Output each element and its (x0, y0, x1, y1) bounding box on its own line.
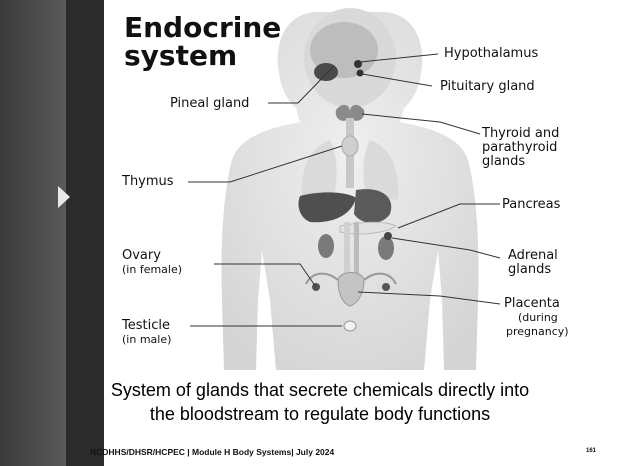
caption-line-2: the bloodstream to regulate body functio… (100, 402, 540, 426)
thymus-gland (342, 136, 358, 156)
label-thyroid-line-2: parathyroid (482, 141, 559, 155)
hypothalamus-gland (354, 60, 362, 68)
title-line-2: system (124, 42, 281, 70)
adrenal-gland (384, 232, 392, 240)
slide-accent-triangle (58, 186, 70, 208)
label-pancreas: Pancreas (502, 198, 560, 212)
label-thyroid: Thyroid and parathyroid glands (482, 127, 559, 169)
ovary-right (382, 283, 390, 291)
label-testicle-note: (in male) (122, 333, 171, 347)
slide-caption: System of glands that secrete chemicals … (100, 378, 540, 426)
label-adrenal-line-2: glands (508, 263, 558, 277)
label-ovary: Ovary (in female) (122, 249, 182, 277)
kidney-right (378, 236, 394, 260)
page-number: 161 (586, 448, 596, 454)
label-placenta-note-2: pregnancy) (504, 325, 569, 339)
label-testicle-name: Testicle (122, 319, 171, 333)
label-thyroid-line-1: Thyroid and (482, 127, 559, 141)
caption-line-1: System of glands that secrete chemicals … (100, 378, 540, 402)
label-thyroid-line-3: glands (482, 155, 559, 169)
label-placenta: Placenta (during pregnancy) (504, 297, 569, 339)
label-placenta-note-1: (during (504, 311, 569, 325)
kidney-left (318, 234, 334, 258)
label-pineal: Pineal gland (170, 97, 249, 111)
label-adrenal-line-1: Adrenal (508, 249, 558, 263)
label-testicle: Testicle (in male) (122, 319, 171, 347)
label-pituitary: Pituitary gland (440, 80, 535, 94)
slide-footer: NCDHHS/DHSR/HCPEC | Module H Body System… (90, 447, 334, 457)
slide-title: Endocrine system (124, 14, 281, 70)
label-ovary-name: Ovary (122, 249, 182, 263)
pituitary-gland (357, 70, 364, 77)
label-placenta-name: Placenta (504, 297, 569, 311)
label-adrenal: Adrenal glands (508, 249, 558, 277)
label-thymus: Thymus (122, 175, 174, 189)
label-ovary-note: (in female) (122, 263, 182, 277)
left-sidebar-band (0, 0, 66, 466)
testicle-gland (344, 321, 356, 331)
title-line-1: Endocrine (124, 14, 281, 42)
cerebellum (314, 63, 338, 81)
label-hypothalamus: Hypothalamus (444, 47, 538, 61)
